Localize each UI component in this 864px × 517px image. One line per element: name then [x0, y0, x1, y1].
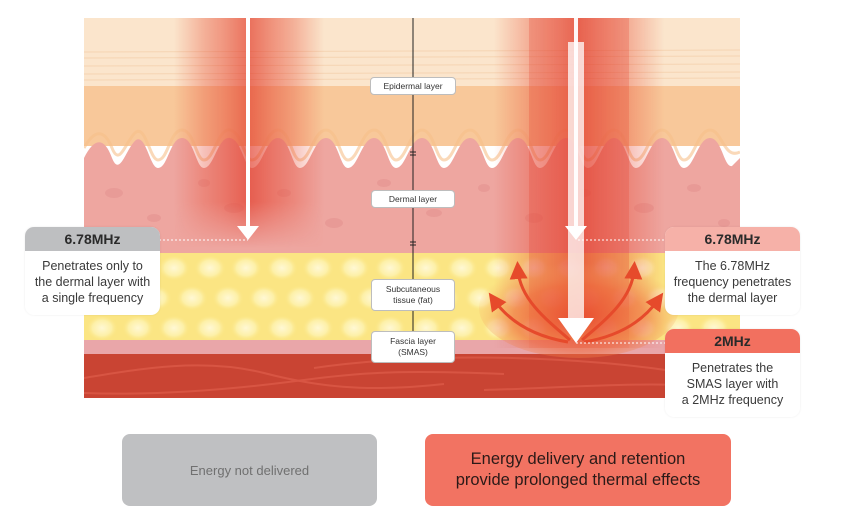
fat-cell	[176, 285, 208, 311]
left-arrow	[237, 18, 259, 240]
callout-left-line: a single frequency	[41, 291, 144, 305]
fat-cell	[320, 285, 352, 311]
callout-left-header: 6.78MHz	[25, 227, 160, 251]
summary-energy-delivery-retention: Energy delivery and retention provide pr…	[425, 434, 731, 506]
callout-right-bottom-line: a 2MHz frequency	[681, 393, 784, 407]
callout-right-bottom-line: Penetrates the	[691, 361, 774, 375]
right-wide-arrow	[558, 42, 594, 343]
callout-right-bottom-line: SMAS layer with	[686, 377, 779, 391]
label-subcutaneous-line1: Subcutaneous	[385, 284, 441, 294]
fat-cell	[194, 255, 226, 281]
callout-left-body: Penetrates only to the dermal layer with…	[25, 251, 160, 312]
summary-right-line1: Energy delivery and retention	[470, 450, 686, 468]
label-fascia-line2: (SMAS)	[398, 347, 428, 357]
fat-cell	[122, 315, 154, 341]
fat-cell	[374, 255, 406, 281]
fat-cell	[266, 255, 298, 281]
fat-cell	[284, 285, 316, 311]
label-epidermal-layer: Epidermal layer	[370, 77, 456, 95]
callout-right-top-line: the dermal layer	[687, 291, 778, 305]
fat-cell	[338, 255, 370, 281]
fat-cell	[338, 315, 370, 341]
callout-right-top-header: 6.78MHz	[665, 227, 800, 251]
callout-right-top-line: frequency penetrates	[673, 275, 792, 289]
fat-cell	[302, 255, 334, 281]
callout-right-top-body: The 6.78MHz frequency penetrates the der…	[665, 251, 800, 312]
fat-cell	[158, 315, 190, 341]
fat-cell	[86, 315, 118, 341]
label-subcutaneous-tissue: Subcutaneous tissue (fat)	[371, 279, 455, 311]
callout-left-frequency: 6.78MHz	[64, 231, 121, 247]
callout-right-bottom-header: 2MHz	[665, 329, 800, 353]
fat-cell	[194, 315, 226, 341]
callout-right-6-78mhz: 6.78MHz The 6.78MHz frequency penetrates…	[665, 227, 800, 315]
fat-cell	[230, 255, 262, 281]
callout-right-bottom-frequency: 2MHz	[714, 333, 751, 349]
fat-cell	[158, 255, 190, 281]
summary-energy-not-delivered: Energy not delivered	[122, 434, 377, 506]
callout-right-top-line: The 6.78MHz	[694, 259, 771, 273]
label-epidermal-text: Epidermal layer	[383, 80, 443, 91]
fat-cell	[266, 315, 298, 341]
callout-left-single-frequency: 6.78MHz Penetrates only to the dermal la…	[25, 227, 160, 315]
callout-left-line: Penetrates only to	[42, 259, 143, 273]
summary-left-text: Energy not delivered	[189, 462, 310, 478]
callout-right-bottom-body: Penetrates the SMAS layer with a 2MHz fr…	[665, 353, 800, 414]
callout-left-line: the dermal layer with	[34, 275, 151, 289]
heat-dispersion-arrows	[488, 261, 664, 344]
fat-cell	[248, 285, 280, 311]
label-subcutaneous-line2: tissue (fat)	[393, 295, 433, 305]
callout-right-2mhz: 2MHz Penetrates the SMAS layer with a 2M…	[665, 329, 800, 417]
label-dermal-text: Dermal layer	[388, 193, 438, 204]
fat-cell	[212, 285, 244, 311]
label-fascia-line1: Fascia layer	[390, 336, 436, 346]
callout-right-top-frequency: 6.78MHz	[704, 231, 761, 247]
fat-cell	[410, 255, 442, 281]
summary-right-line2: provide prolonged thermal effects	[455, 471, 701, 489]
label-dermal-layer: Dermal layer	[371, 190, 455, 208]
fat-cell	[302, 315, 334, 341]
fat-cell	[230, 315, 262, 341]
fat-cell	[446, 255, 478, 281]
label-fascia-layer: Fascia layer (SMAS)	[371, 331, 455, 363]
